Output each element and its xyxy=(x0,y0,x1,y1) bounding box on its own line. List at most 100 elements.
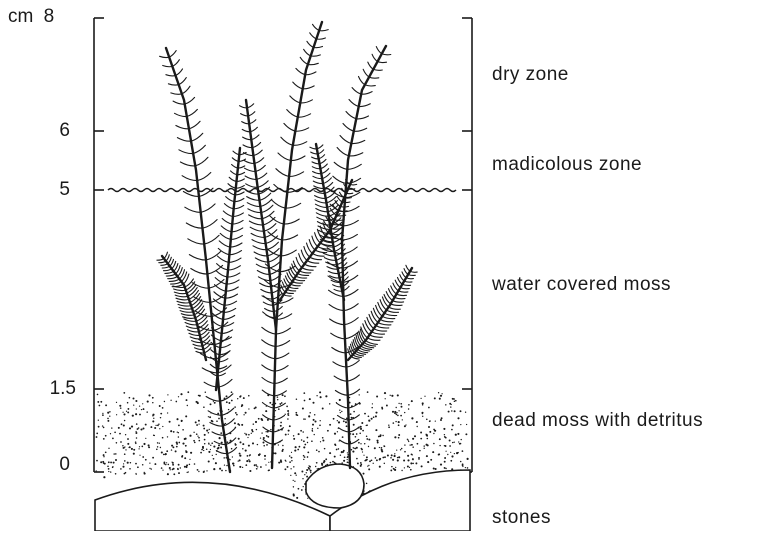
moss-leaf xyxy=(246,184,258,188)
moss-leaf xyxy=(168,277,178,279)
detritus-dot xyxy=(124,460,126,462)
moss-leaf xyxy=(337,403,349,408)
moss-leaf xyxy=(214,441,226,444)
detritus-dot xyxy=(412,458,414,460)
detritus-dot xyxy=(137,466,139,468)
moss-leaf xyxy=(333,176,346,183)
detritus-dot xyxy=(199,440,201,442)
detritus-dot xyxy=(381,408,383,410)
detritus-dot xyxy=(287,410,289,412)
detritus-dot xyxy=(313,419,315,421)
detritus-dot xyxy=(221,442,223,444)
detritus-dot xyxy=(415,462,417,464)
detritus-dot xyxy=(325,395,327,397)
detritus-dot xyxy=(408,440,409,441)
detritus-dot xyxy=(465,467,466,468)
detritus-dot xyxy=(147,401,149,403)
detritus-dot xyxy=(460,410,462,412)
detritus-dot xyxy=(105,404,107,406)
moss-leaf xyxy=(248,209,261,213)
detritus-dot xyxy=(340,412,341,413)
moss-leaf xyxy=(324,183,333,189)
moss-leaf xyxy=(400,288,409,289)
detritus-dot xyxy=(398,421,400,423)
detritus-dot xyxy=(157,442,159,444)
detritus-dot xyxy=(290,475,291,476)
moss-leaf xyxy=(298,114,311,117)
detritus-dot xyxy=(170,400,171,401)
detritus-dot xyxy=(226,395,228,397)
detritus-dot xyxy=(430,459,432,461)
detritus-dot xyxy=(393,422,395,424)
moss-leaf xyxy=(332,348,346,353)
moss-leaf xyxy=(226,197,235,202)
moss-leaf xyxy=(255,158,264,164)
detritus-dot xyxy=(203,450,204,451)
detritus-dot xyxy=(120,407,122,409)
detritus-dot xyxy=(294,450,296,452)
detritus-dot xyxy=(111,427,112,428)
detritus-dot xyxy=(136,408,137,409)
detritus-dot xyxy=(162,407,164,409)
detritus-dot xyxy=(248,434,250,436)
moss-leaf xyxy=(276,169,289,177)
detritus-dot xyxy=(400,415,402,417)
detritus-dot xyxy=(440,395,442,397)
detritus-dot xyxy=(376,395,378,397)
detritus-dot xyxy=(135,400,137,402)
detritus-dot xyxy=(394,436,396,438)
detritus-dot xyxy=(243,414,244,415)
moss-leaf xyxy=(254,252,267,256)
detritus-dot xyxy=(439,398,441,400)
detritus-dot xyxy=(434,430,435,431)
detritus-dot xyxy=(130,462,131,463)
moss-leaf xyxy=(348,389,360,395)
moss-leaf xyxy=(359,104,371,107)
detritus-dot xyxy=(440,464,442,466)
moss-leaf xyxy=(395,297,406,298)
detritus-dot xyxy=(239,441,241,443)
detritus-dot xyxy=(364,443,365,444)
detritus-dot xyxy=(172,464,174,466)
moss-leaf xyxy=(262,352,275,359)
moss-leaf xyxy=(171,282,182,285)
detritus-dot xyxy=(235,444,237,446)
detritus-dot xyxy=(135,432,137,434)
moss-leaf xyxy=(343,124,354,132)
moss-leaf xyxy=(326,262,337,265)
moss-leaf xyxy=(304,264,316,267)
detritus-dot xyxy=(352,433,354,435)
detritus-dot xyxy=(319,391,321,393)
detritus-dot xyxy=(304,456,306,458)
detritus-dot xyxy=(208,460,210,462)
detritus-dot xyxy=(132,415,134,417)
detritus-dot xyxy=(162,470,163,471)
moss-leaf xyxy=(175,113,187,116)
detritus-dot xyxy=(215,462,217,464)
detritus-dot xyxy=(297,449,299,451)
detritus-dot xyxy=(404,444,405,445)
detritus-dot xyxy=(116,442,118,444)
detritus-dot xyxy=(245,450,247,452)
detritus-dot xyxy=(180,393,182,395)
detritus-dot xyxy=(409,444,410,445)
detritus-dot xyxy=(217,413,219,415)
moss-leaf xyxy=(281,137,293,145)
detritus-dot xyxy=(356,447,358,449)
detritus-dot xyxy=(100,401,102,403)
detritus-dot xyxy=(159,405,161,407)
detritus-dot xyxy=(245,412,247,414)
moss-leaf xyxy=(258,181,269,188)
detritus-dot xyxy=(404,412,405,413)
detritus-dot xyxy=(255,421,257,423)
moss-stem xyxy=(272,22,322,468)
detritus-dot xyxy=(295,412,297,414)
moss-leaf xyxy=(229,177,236,181)
moss-leaf xyxy=(222,408,234,415)
detritus-dot xyxy=(162,437,164,439)
detritus-dot xyxy=(127,462,129,464)
detritus-dot xyxy=(225,423,226,424)
moss-leaf xyxy=(245,176,257,179)
detritus-dot xyxy=(350,413,352,415)
detritus-dot xyxy=(176,443,178,445)
